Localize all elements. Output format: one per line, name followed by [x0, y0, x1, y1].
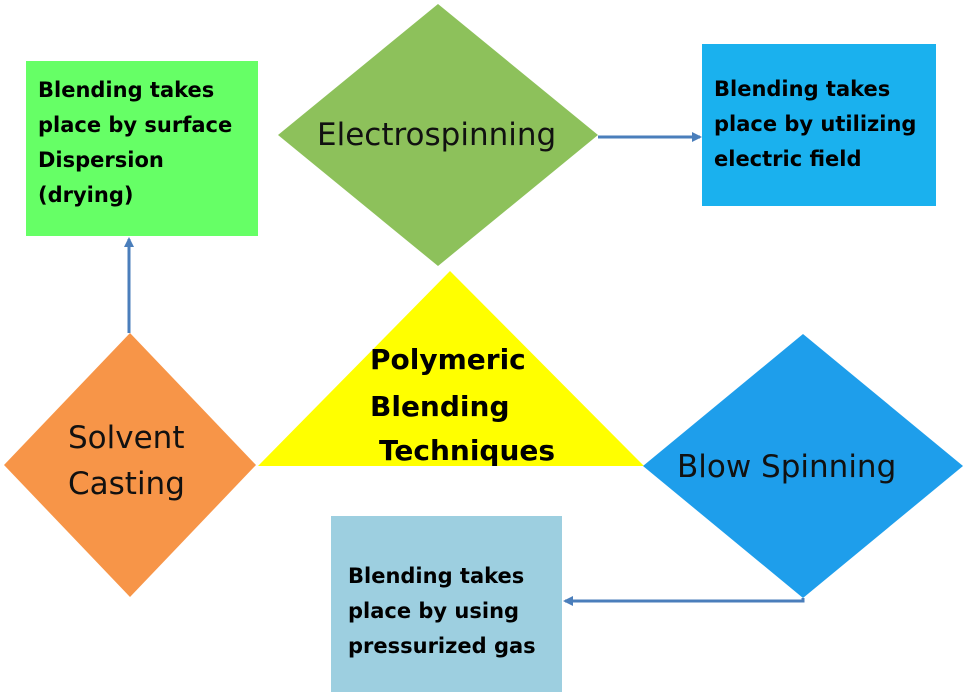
blow-spinning-diamond: [643, 334, 963, 598]
electric-line-1: Blending takes: [714, 77, 891, 101]
center-label-line3: Techniques: [379, 434, 556, 467]
electrospinning-diamond: [278, 4, 598, 266]
center-label-line2: Blending: [370, 390, 510, 423]
surface-line-2: place by surface: [38, 113, 233, 137]
electric-line-2: place by utilizing: [714, 112, 917, 136]
surface-line-3: Dispersion: [38, 148, 164, 172]
electric-line-3: electric field: [714, 147, 862, 171]
surface-line-4: (drying): [38, 183, 134, 207]
gas-line-3: pressurized gas: [348, 634, 536, 658]
gas-box: [331, 516, 562, 692]
surface-box-text: Blending takes place by surface Dispersi…: [38, 73, 232, 213]
blow-spinning-label: Blow Spinning: [677, 449, 897, 485]
surface-box: [26, 61, 258, 236]
surface-line-1: Blending takes: [38, 78, 215, 102]
solvent-casting-label-line2: Casting: [68, 466, 185, 502]
electric-box-text: Blending takes place by utilizing electr…: [714, 72, 916, 177]
gas-box-text: Blending takes place by using pressurize…: [348, 559, 536, 664]
center-label-line1: Polymeric: [370, 343, 526, 376]
gas-line-1: Blending takes: [348, 564, 525, 588]
electric-box: [702, 44, 936, 206]
center-triangle: [258, 271, 644, 466]
electrospinning-label: Electrospinning: [317, 117, 557, 153]
solvent-casting-label-line1: Solvent: [68, 420, 185, 456]
solvent-casting-diamond: [4, 333, 256, 597]
arrow-blow-to-gas: [563, 596, 805, 606]
gas-line-2: place by using: [348, 599, 520, 623]
